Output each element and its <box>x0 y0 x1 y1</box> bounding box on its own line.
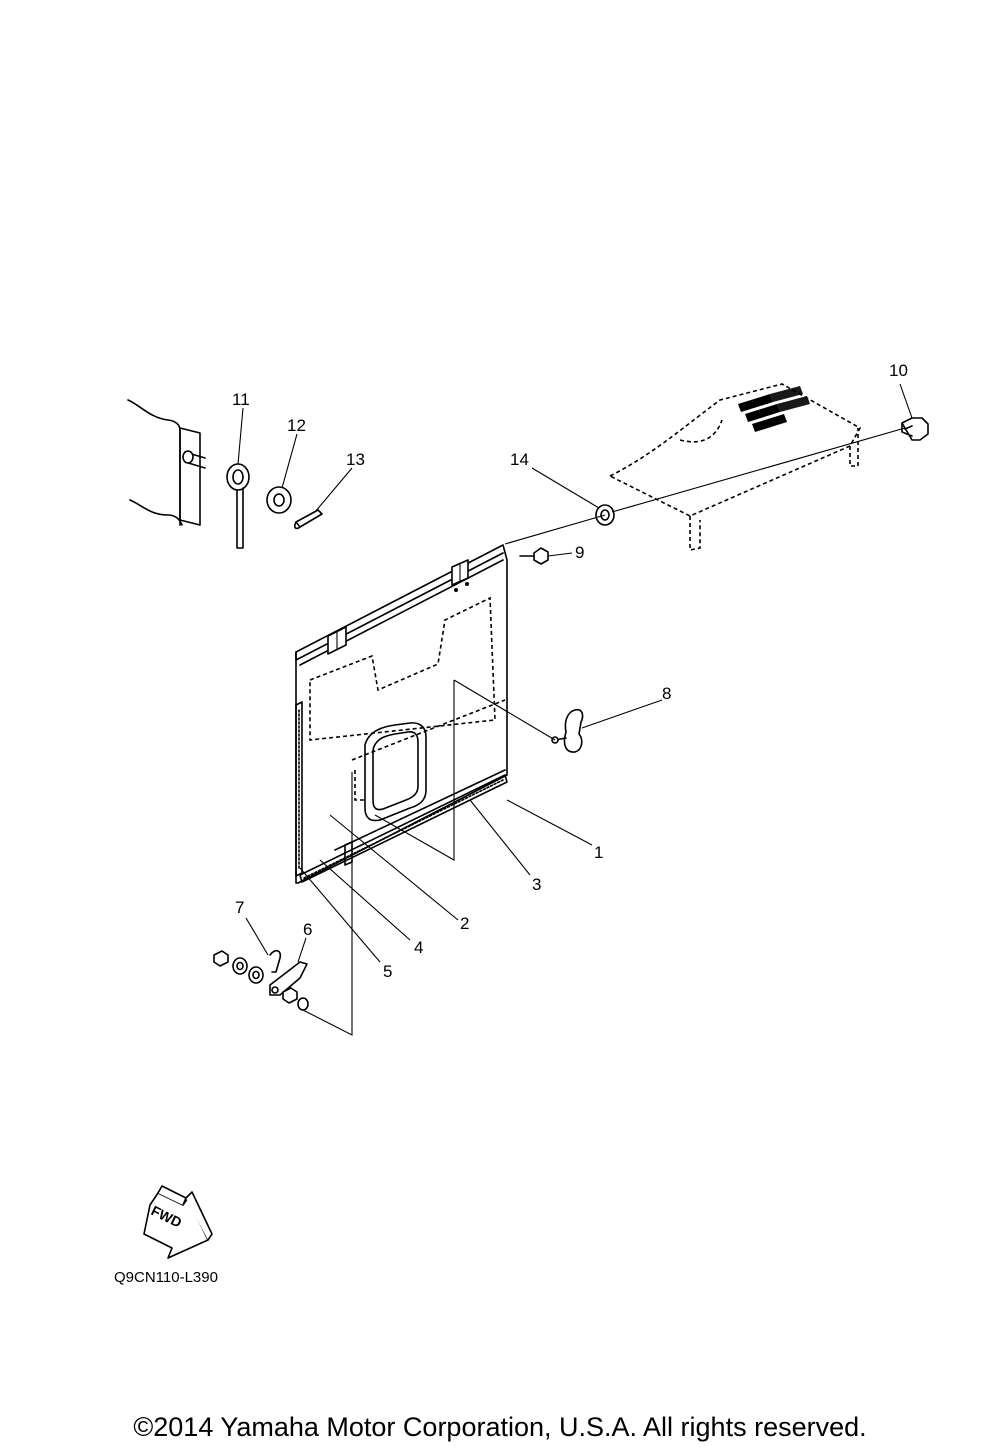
callout-labels: 1 2 3 4 5 6 7 8 9 10 11 12 13 14 <box>232 361 908 981</box>
callout-7: 7 <box>235 898 244 917</box>
fastener-nut <box>213 950 229 967</box>
callout-8: 8 <box>662 684 671 703</box>
callout-6: 6 <box>303 920 312 939</box>
callout-13: 13 <box>346 450 365 469</box>
part-5-edge-trim <box>295 701 303 877</box>
vent-grille <box>738 386 810 432</box>
part-9-nut <box>519 547 549 565</box>
part-12-washer <box>266 486 292 514</box>
panel-opening <box>351 699 506 822</box>
part-7-bolt <box>269 949 282 973</box>
upper-cover-context <box>608 383 862 551</box>
callout-1: 1 <box>594 843 603 862</box>
fastener-washer-a <box>232 957 248 975</box>
part-6-bracket <box>269 961 308 996</box>
fastener-lock-washer <box>297 997 309 1011</box>
callout-11: 11 <box>232 390 250 409</box>
part-13-clip <box>293 509 323 530</box>
callout-2: 2 <box>460 914 469 933</box>
callout-4: 4 <box>414 938 423 957</box>
part-11-lynch-pin <box>226 463 250 549</box>
fastener-nut-b <box>282 987 298 1004</box>
part-3-bottom-strip <box>334 769 506 851</box>
fwd-arrow-icon: FWD <box>143 1185 213 1259</box>
callout-10: 10 <box>889 361 908 380</box>
hinge-right <box>451 559 469 586</box>
hinge-left <box>327 626 347 655</box>
frame-bracket-assembly <box>127 399 206 526</box>
callout-12: 12 <box>287 416 306 435</box>
diagram-code: Q9CN110-L390 <box>114 1269 218 1286</box>
callout-9: 9 <box>575 543 584 562</box>
copyright-notice: ©2014 Yamaha Motor Corporation, U.S.A. A… <box>133 1412 867 1442</box>
part-1-panel <box>295 544 508 884</box>
part-10-bolt <box>901 417 929 441</box>
part-4-seal-strip <box>299 774 508 883</box>
part-8-latch <box>551 708 584 753</box>
callout-3: 3 <box>532 875 541 894</box>
leader-lines <box>237 383 913 1036</box>
callout-5: 5 <box>383 962 392 981</box>
fastener-washer-b <box>248 966 264 984</box>
callout-14: 14 <box>510 450 529 469</box>
